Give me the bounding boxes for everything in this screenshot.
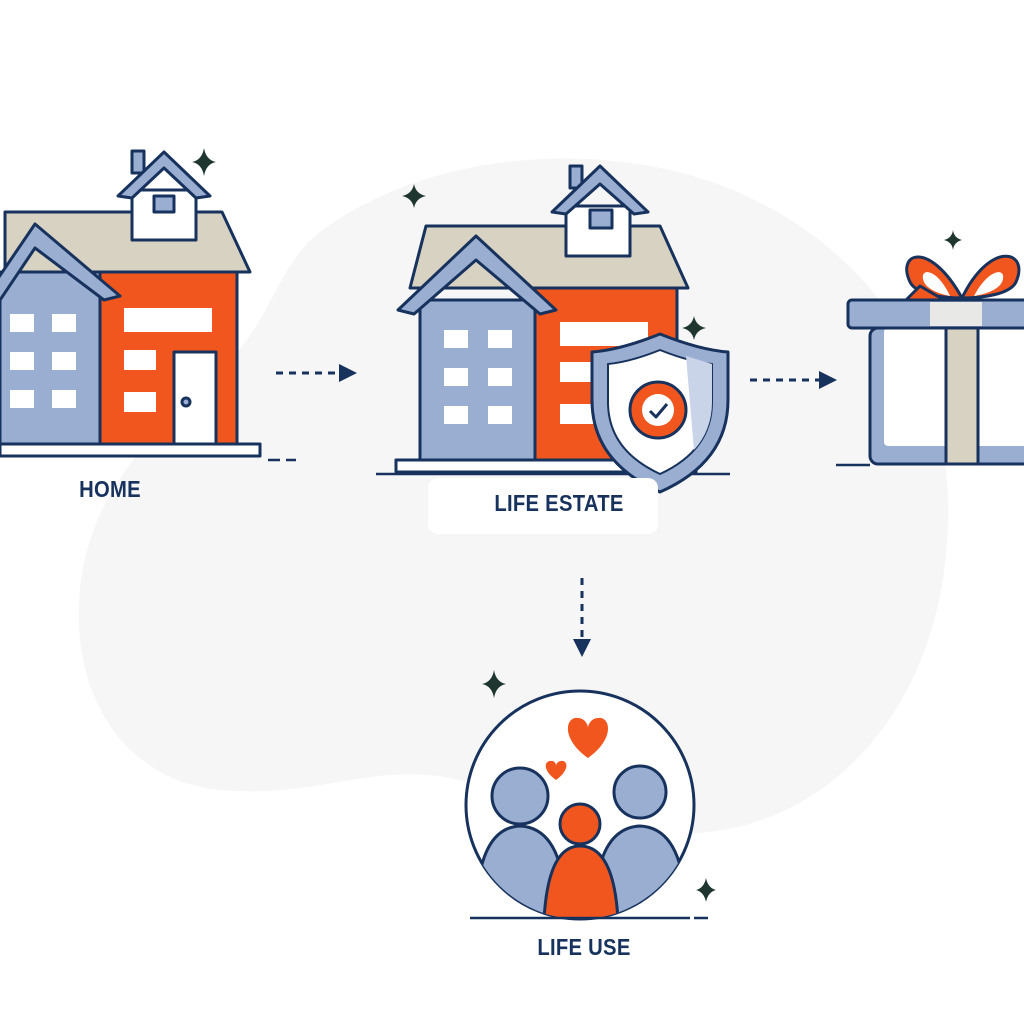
life-estate-label: LIFE ESTATE [494,490,624,516]
sparkle-icon [944,230,962,250]
heart-icon [567,717,609,758]
sparkle-icon [482,670,506,698]
heart-icon [545,760,567,780]
sparkle-icon [682,316,706,340]
home-house-icon [0,149,262,458]
home-label: HOME [79,476,141,502]
gift-box-icon [846,254,1024,466]
sparkle-icon [696,878,716,902]
life-use-label: LIFE USE [537,934,631,960]
shield-check-icon [590,332,730,494]
family-circle-icon [464,689,696,921]
sparkle-icon [192,148,216,176]
life-estate-label-card [428,478,658,534]
sparkle-icon [402,184,426,208]
